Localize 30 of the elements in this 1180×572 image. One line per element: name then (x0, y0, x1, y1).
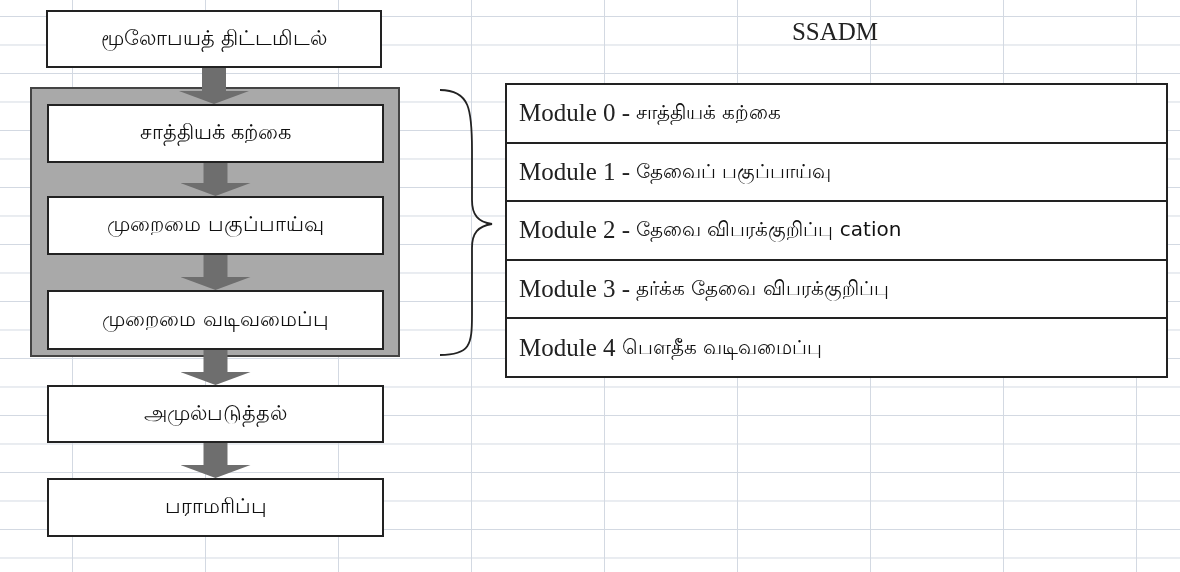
block-arrow (180, 443, 251, 478)
module-description: பௌதீக வடிவமைப்பு (621, 334, 822, 361)
phase-group-band (30, 87, 400, 357)
module-number: Module 1 - (519, 157, 631, 186)
module-table (505, 83, 1168, 378)
module-description: தேவைப் பகுப்பாய்வு (636, 158, 832, 185)
process-box (47, 385, 384, 443)
step-label: முறைமை பகுப்பாய்வு (107, 212, 324, 239)
module-description: தேவை விபரக்குறிப்பு cation (636, 217, 902, 244)
module-number: Module 2 - (519, 216, 631, 245)
module-number: Module 4 (519, 333, 616, 362)
module-number: Module 3 - (519, 275, 631, 304)
block-arrow (180, 255, 251, 290)
module-number: Module 0 - (519, 99, 631, 128)
module-description: தர்க்க தேவை விபரக்குறிப்பு (636, 276, 889, 303)
process-box (47, 290, 384, 350)
step-label: சாத்தியக் கற்கை (139, 120, 292, 147)
process-box (47, 104, 384, 163)
step-label: மூலோபயத் திட்டமிடல் (100, 25, 328, 53)
diagram-title: SSADM (790, 18, 880, 46)
block-arrow (180, 350, 251, 385)
process-box (46, 10, 382, 68)
process-box (47, 478, 384, 537)
step-label: முறைமை வடிவமைப்பு (102, 306, 329, 334)
step-label: அமுல்படுத்தல் (144, 400, 287, 428)
module-description: சாத்தியக் கற்கை (636, 100, 782, 127)
block-arrow (180, 163, 251, 196)
step-label: பராமரிப்பு (164, 494, 267, 520)
process-box (47, 196, 384, 255)
block-arrow (179, 68, 249, 104)
